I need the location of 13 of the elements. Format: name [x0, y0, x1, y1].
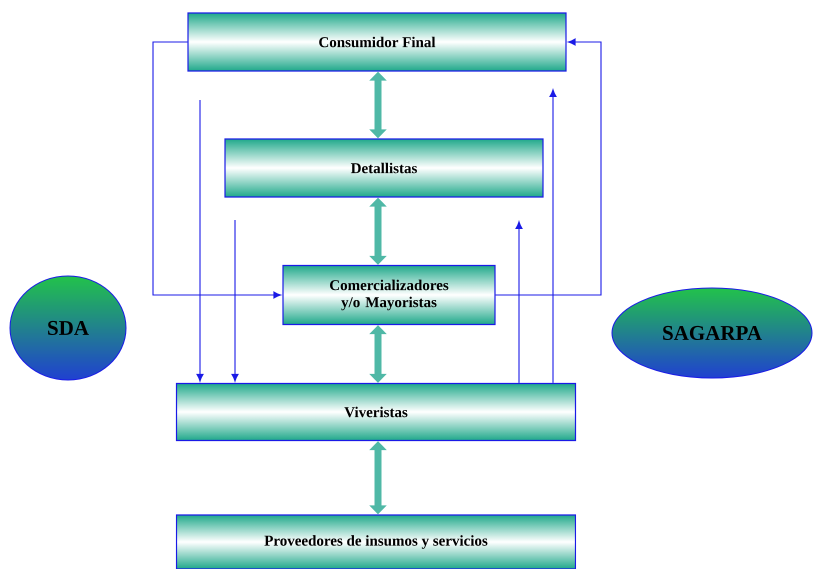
arrow: [232, 220, 238, 382]
ellipse-node: SDA: [10, 276, 126, 380]
arrow: [516, 221, 522, 383]
arrow: [550, 89, 556, 383]
process-box: Consumidor Final: [187, 12, 567, 72]
process-box: Proveedores de insumos y servicios: [176, 514, 576, 569]
arrow: [196, 100, 204, 382]
arrow: [496, 38, 602, 296]
ellipse-node: SAGARPA: [612, 288, 812, 378]
arrow: [152, 41, 282, 298]
process-box: Detallistas: [224, 138, 544, 198]
process-box: Viveristas: [176, 382, 576, 442]
process-box: Comercializadores y/o Mayoristas: [282, 264, 496, 326]
